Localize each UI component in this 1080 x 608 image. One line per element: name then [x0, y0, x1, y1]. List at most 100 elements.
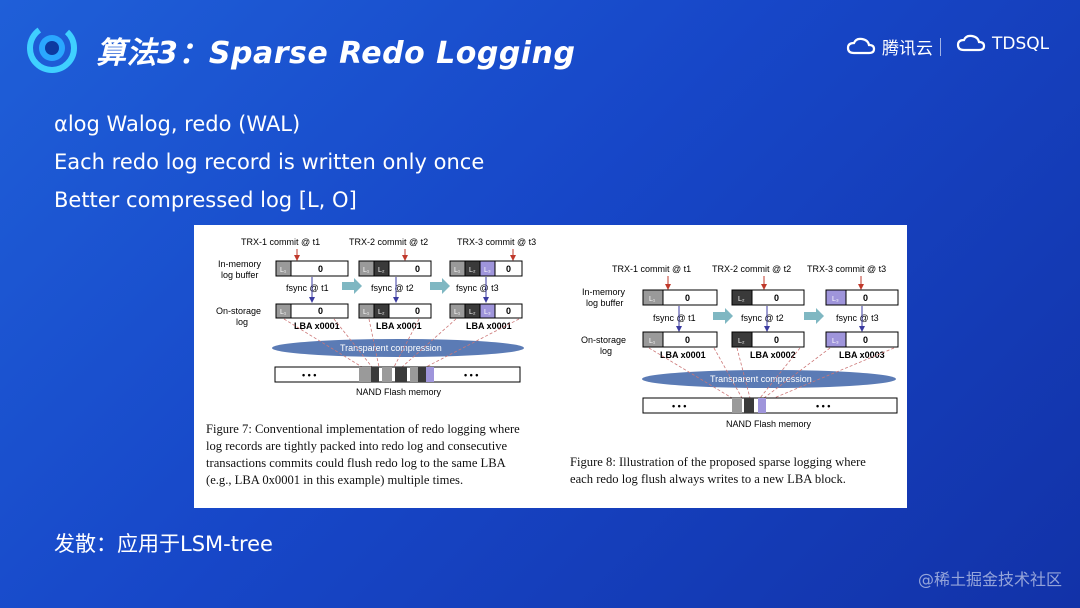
tencent-cloud-brand: 腾讯云: [846, 34, 933, 59]
tencent-cloud-label: 腾讯云: [882, 39, 933, 59]
fig8-s3-zero: 0: [863, 335, 868, 345]
fig8-inmem-label-1: In-memory: [582, 287, 626, 297]
fig7-buffer-2: L₁ L₂ 0: [358, 260, 432, 277]
fig7-b2-l1: L₁: [363, 267, 370, 274]
fig8-s2-l2: L₂: [738, 338, 745, 345]
fig7-nand-l1: [359, 367, 371, 382]
fig8-fsync-1: fsync @ t1: [653, 313, 696, 323]
fig8-lba-1: LBA x0001: [660, 350, 706, 360]
fig8-b3-l3: L₃: [832, 296, 839, 303]
fig7-storage-label-1: On-storage: [216, 306, 261, 316]
fig7-commit-2: TRX-2 commit @ t2: [349, 237, 428, 247]
fig8-storage-2: L₂ 0: [731, 331, 805, 348]
fig7-dashed-lines: [283, 318, 520, 368]
figure7-caption-line-3: transactions commits could flush redo lo…: [206, 456, 506, 470]
brand-divider: [940, 38, 941, 56]
fig8-nand-dots-right: • • •: [816, 401, 830, 411]
fig7-s2-l2: L₂: [378, 309, 385, 316]
figure7-caption-line-2: log records are tightly packed into redo…: [206, 439, 508, 453]
fig8-commit-1: TRX-1 commit @ t1: [612, 264, 691, 274]
fig8-lba-3: LBA x0003: [839, 350, 885, 360]
fig8-fsync-3: fsync @ t3: [836, 313, 879, 323]
tdsql-brand: TDSQL: [956, 34, 1049, 54]
fig8-storage-label-1: On-storage: [581, 335, 626, 345]
bullet-1: αlog Walog, redo (WAL): [54, 112, 301, 136]
fig8-storage-3: L₃ 0: [825, 331, 899, 348]
fig7-nand-dots-left: • • •: [302, 370, 316, 380]
fig7-fsync-2: fsync @ t2: [371, 283, 414, 293]
fig8-nand-label: NAND Flash memory: [726, 419, 812, 429]
fig7-b3-l2: L₂: [469, 267, 476, 274]
fig7-nand-l2: [371, 367, 379, 382]
fig7-commit-3: TRX-3 commit @ t3: [457, 237, 536, 247]
fig7-fsync-3: fsync @ t3: [456, 283, 499, 293]
fig8-compression-ellipse: [642, 370, 896, 388]
figure-panel: TRX-1 commit @ t1 TRX-2 commit @ t2 TRX-…: [194, 225, 907, 508]
fig8-storage-1: L₁ 0: [642, 331, 718, 348]
fig7-b1-zero: 0: [318, 264, 323, 274]
fig7-lba-1: LBA x0001: [294, 321, 340, 331]
fig8-compression-label: Transparent compression: [710, 374, 812, 384]
fig7-flow-arrow-2: [430, 278, 450, 294]
tencent-cloud-icon: [846, 37, 876, 54]
tdsql-cloud-icon: [956, 34, 986, 52]
fig7-compression-label: Transparent compression: [340, 343, 442, 353]
fig7-s3-l2: L₂: [469, 309, 476, 316]
figure7-caption: Figure 7: Conventional implementation of…: [206, 421, 551, 489]
fig8-b2-zero: 0: [774, 293, 779, 303]
fig7-s2-zero: 0: [415, 306, 420, 316]
fig8-b3-zero: 0: [863, 293, 868, 303]
figure8-caption-line-2: each redo log flush always writes to a n…: [570, 472, 846, 486]
fig7-storage-2: L₁ L₂ 0: [358, 303, 432, 319]
fig8-flow-arrow-2: [804, 308, 824, 324]
fig8-buffer-3: L₃ 0: [825, 289, 899, 306]
fig7-s1-zero: 0: [318, 306, 323, 316]
figure-diagram: TRX-1 commit @ t1 TRX-2 commit @ t2 TRX-…: [216, 237, 899, 429]
fig7-storage-3: L₁ L₂ L₃ 0: [449, 303, 523, 319]
fig7-s3-l1: L₁: [454, 309, 461, 316]
figure8-caption-line-1: Figure 8: Illustration of the proposed s…: [570, 455, 866, 469]
fig7-lba-3: LBA x0001: [466, 321, 512, 331]
fig7-fsync-1: fsync @ t1: [286, 283, 329, 293]
fig7-lba-2: LBA x0001: [376, 321, 422, 331]
figure7-caption-line-4: (e.g., LBA 0x0001 in this example) multi…: [206, 473, 464, 487]
fig8-s3-l3: L₃: [832, 338, 839, 345]
fig8-b1-zero: 0: [685, 293, 690, 303]
fig8-storage-label-2: log: [600, 346, 612, 356]
fig8-fsync-2: fsync @ t2: [741, 313, 784, 323]
fig8-b2-l2: L₂: [738, 296, 745, 303]
fig8-nand-strip: [642, 397, 898, 414]
slide-title: 算法3：Sparse Redo Logging: [96, 36, 576, 71]
fig8-nand-dots-left: • • •: [672, 401, 686, 411]
fig7-b3-l1: L₁: [454, 267, 461, 274]
footer-note: 发散：应用于LSM-tree: [54, 532, 273, 556]
fig7-s3-l3: L₃: [484, 309, 491, 316]
fig8-inmem-label-2: log buffer: [586, 298, 623, 308]
fig7-nand-dots-right: • • •: [464, 370, 478, 380]
fig8-nand-l1: [732, 398, 742, 413]
fig7-commit-1: TRX-1 commit @ t1: [241, 237, 320, 247]
figure8-caption: Figure 8: Illustration of the proposed s…: [570, 454, 906, 488]
figure7-caption-line-1: Figure 7: Conventional implementation of…: [206, 422, 520, 436]
fig8-commit-3: TRX-3 commit @ t3: [807, 264, 886, 274]
tdsql-label: TDSQL: [992, 34, 1050, 54]
fig7-nand-label: NAND Flash memory: [356, 387, 442, 397]
fig8-buffer-1: L₁ 0: [642, 289, 718, 306]
fig8-s2-zero: 0: [774, 335, 779, 345]
fig8-nand-l2: [744, 398, 754, 413]
fig7-b1-l1: L₁: [280, 267, 287, 274]
fig8-flow-arrow-1: [713, 308, 733, 324]
fig8-b1-l1: L₁: [649, 296, 656, 303]
fig7-s2-l1: L₁: [363, 309, 370, 316]
fig8-buffer-2: L₂ 0: [731, 289, 805, 306]
tdsql-logo-icon: [27, 23, 77, 73]
fig7-inmem-label-2: log buffer: [221, 270, 258, 280]
fig7-buffer-3: L₁ L₂ L₃ 0: [449, 260, 523, 277]
fig8-nand-l3: [758, 398, 766, 413]
fig7-s1-l1: L₁: [280, 309, 287, 316]
fig7-storage-label-2: log: [236, 317, 248, 327]
fig8-commit-2: TRX-2 commit @ t2: [712, 264, 791, 274]
fig7-b2-l2: L₂: [378, 267, 385, 274]
fig7-inmem-label-1: In-memory: [218, 259, 262, 269]
fig8-lba-2: LBA x0002: [750, 350, 796, 360]
